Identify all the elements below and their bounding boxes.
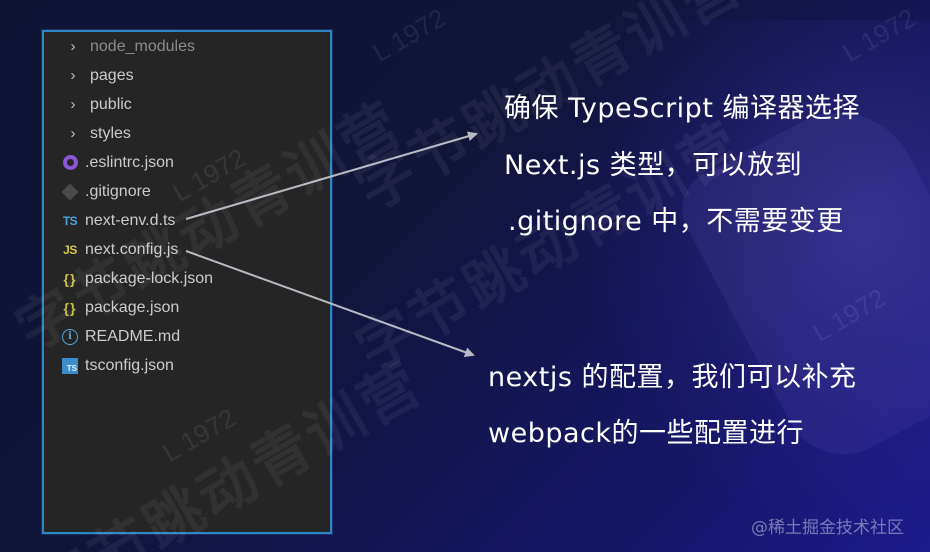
tree-item-pages[interactable]: › pages	[66, 61, 134, 90]
eslint-icon	[60, 154, 80, 172]
watermark-id: L 1972	[367, 2, 451, 68]
folder-label: public	[90, 95, 132, 113]
file-label: next-env.d.ts	[85, 211, 176, 229]
typescript-icon: TS	[62, 213, 78, 228]
tree-item-next-env[interactable]: TS next-env.d.ts	[60, 206, 176, 235]
file-label: tsconfig.json	[85, 356, 174, 374]
tree-item-eslintrc[interactable]: .eslintrc.json	[60, 148, 174, 177]
folder-label: styles	[90, 124, 131, 142]
file-label: package-lock.json	[85, 269, 214, 287]
json-icon: {}	[63, 270, 77, 287]
chevron-right-icon[interactable]: ›	[70, 67, 76, 84]
info-icon: i	[60, 328, 80, 346]
ts-note-line-3: .gitignore 中，不需要变更	[508, 206, 844, 237]
file-label: .eslintrc.json	[85, 153, 174, 171]
ts-note-line-2: Next.js 类型，可以放到	[504, 150, 803, 181]
config-note-line-1: nextjs 的配置，我们可以补充	[488, 362, 857, 393]
file-label: next.config.js	[85, 240, 179, 258]
javascript-icon: JS	[63, 242, 77, 257]
ts-note-line-1: 确保 TypeScript 编译器选择	[504, 93, 860, 124]
tree-item-public[interactable]: › public	[66, 90, 132, 119]
tree-item-node-modules[interactable]: › node_modules	[66, 32, 195, 61]
source-credit: @稀土掘金技术社区	[751, 518, 904, 538]
file-label: .gitignore	[85, 182, 151, 200]
config-note-line-2: webpack的一些配置进行	[488, 418, 804, 449]
git-icon	[60, 183, 80, 201]
folder-label: pages	[90, 66, 134, 84]
file-label: README.md	[85, 327, 181, 345]
background-decoration	[668, 84, 930, 476]
file-explorer-panel: › node_modules › pages › public › styles…	[42, 30, 332, 534]
tree-item-styles[interactable]: › styles	[66, 119, 131, 148]
tsconfig-icon: TS	[60, 357, 80, 375]
chevron-right-icon[interactable]: ›	[70, 96, 76, 113]
tree-item-tsconfig[interactable]: TS tsconfig.json	[60, 351, 174, 380]
watermark-id: L 1972	[837, 2, 921, 68]
watermark-text: 字节跳动青训营	[345, 110, 754, 384]
folder-label: node_modules	[90, 37, 195, 55]
tsconfig-glyph: TS	[62, 357, 78, 374]
info-glyph: i	[62, 328, 78, 345]
json-icon: {}	[63, 299, 77, 316]
tree-item-readme[interactable]: i README.md	[60, 322, 180, 351]
tree-item-package-lock[interactable]: {} package-lock.json	[60, 264, 214, 293]
tree-item-next-config[interactable]: JS next.config.js	[60, 235, 178, 264]
chevron-right-icon[interactable]: ›	[70, 38, 76, 55]
file-label: package.json	[85, 298, 180, 316]
tree-item-package-json[interactable]: {} package.json	[60, 293, 180, 322]
chevron-right-icon[interactable]: ›	[70, 125, 76, 142]
tree-item-gitignore[interactable]: .gitignore	[60, 177, 151, 206]
